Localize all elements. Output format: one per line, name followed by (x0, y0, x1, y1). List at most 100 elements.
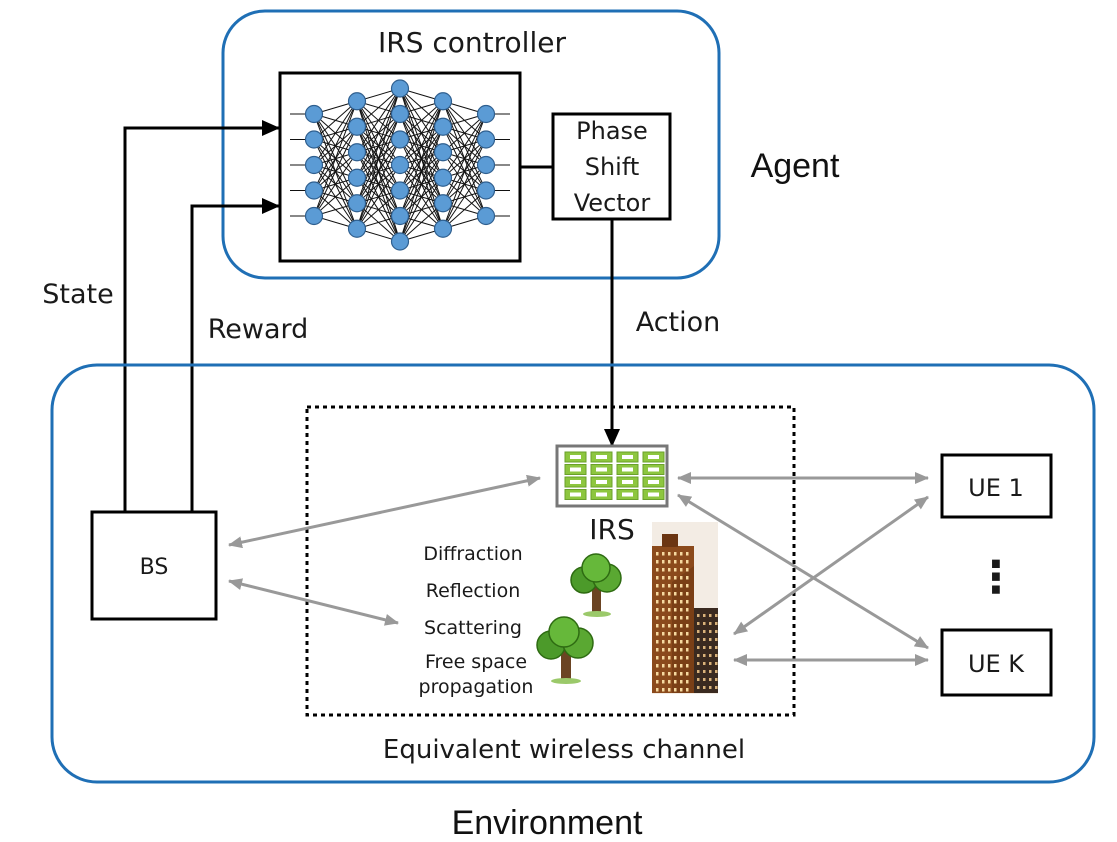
building-window (668, 664, 671, 668)
building-window (674, 568, 677, 572)
building-window (680, 552, 683, 556)
irs-element-slot (596, 480, 607, 484)
nn-connection (399, 100, 444, 166)
building-window (656, 672, 659, 676)
building-window (709, 678, 712, 681)
nn-neuron (304, 104, 324, 124)
building-window (674, 560, 677, 564)
link-bs-env (228, 578, 399, 626)
building-window (686, 688, 689, 692)
building-window (686, 584, 689, 588)
nn-connection (399, 177, 444, 242)
nn-connection (442, 113, 487, 229)
building-window (686, 656, 689, 660)
building-window (686, 640, 689, 644)
building-window (656, 648, 659, 652)
building-window (709, 614, 712, 617)
phenomenon-free-space: Free space (425, 651, 527, 673)
phenomenon-reflection: Reflection (426, 580, 521, 602)
link-bs-irs (228, 474, 541, 549)
building-window (715, 622, 718, 625)
state-label: State (42, 279, 113, 310)
wireless-channel-label: Equivalent wireless channel (383, 735, 745, 765)
building-window (668, 624, 671, 628)
building-window (668, 592, 671, 596)
building-window (697, 686, 700, 689)
building-window (709, 646, 712, 649)
building-window (686, 616, 689, 620)
nn-neuron (390, 130, 410, 149)
nn-connection (313, 151, 358, 217)
building-window (680, 664, 683, 668)
ue-k-label: UE K (968, 650, 1025, 678)
nn-connection (442, 113, 487, 179)
building-window (662, 632, 665, 636)
building-window (656, 632, 659, 636)
ue-1-box (940, 453, 1053, 519)
building-window (674, 632, 677, 636)
nn-connection (399, 126, 444, 242)
nn-connection (356, 113, 401, 229)
building-window (662, 656, 665, 660)
building-window (715, 670, 718, 673)
phase-shift-line-1: Phase (576, 117, 648, 145)
nn-connection (356, 88, 401, 204)
phenomenon-diffraction: Diffraction (423, 543, 522, 565)
nn-neuron (433, 194, 453, 213)
building-window (662, 616, 665, 620)
building-window (674, 648, 677, 652)
building-window (668, 616, 671, 620)
nn-neuron (347, 194, 367, 213)
building-window (715, 654, 718, 657)
irs-element-slot (570, 480, 581, 484)
phase-shift-line-3: Vector (574, 189, 651, 217)
building-window (680, 656, 683, 660)
environment-label: Environment (452, 804, 643, 842)
building-window (656, 664, 659, 668)
building-window (668, 632, 671, 636)
building-window (674, 616, 677, 620)
building-window (674, 672, 677, 676)
building-window (662, 576, 665, 580)
building-window (662, 592, 665, 596)
building-window (662, 648, 665, 652)
building-window (709, 670, 712, 673)
irs-element-slot (622, 492, 633, 497)
building-window (709, 662, 712, 665)
building-window (680, 680, 683, 684)
irs-element-slot (622, 480, 633, 484)
nn-connection (356, 139, 401, 229)
building-window (662, 688, 665, 692)
building-window (668, 568, 671, 572)
building-window (668, 680, 671, 684)
building-window (668, 648, 671, 652)
building-window (656, 608, 659, 612)
nn-neuron (347, 219, 367, 238)
irs-element-slot (570, 455, 581, 459)
nn-connection (313, 126, 358, 217)
building-window (662, 680, 665, 684)
nn-neuron (304, 181, 324, 200)
building-window (662, 552, 665, 556)
nn-connection (399, 202, 444, 242)
building-window (662, 608, 665, 612)
nn-connection (356, 88, 401, 153)
building-window (686, 672, 689, 676)
building-window (715, 678, 718, 681)
building-window (662, 672, 665, 676)
agent-region (221, 9, 721, 280)
irs-element-slot (622, 455, 633, 459)
building-window (680, 648, 683, 652)
building-window (656, 552, 659, 556)
building-window (680, 600, 683, 604)
nn-connection (356, 88, 401, 178)
building-window (715, 646, 718, 649)
building-window (680, 584, 683, 588)
building-window (715, 630, 718, 633)
phase-shift-vector-box (551, 112, 672, 221)
building-window (686, 568, 689, 572)
nn-neuron (347, 143, 367, 162)
nn-connection (442, 190, 487, 230)
building-window (686, 560, 689, 564)
